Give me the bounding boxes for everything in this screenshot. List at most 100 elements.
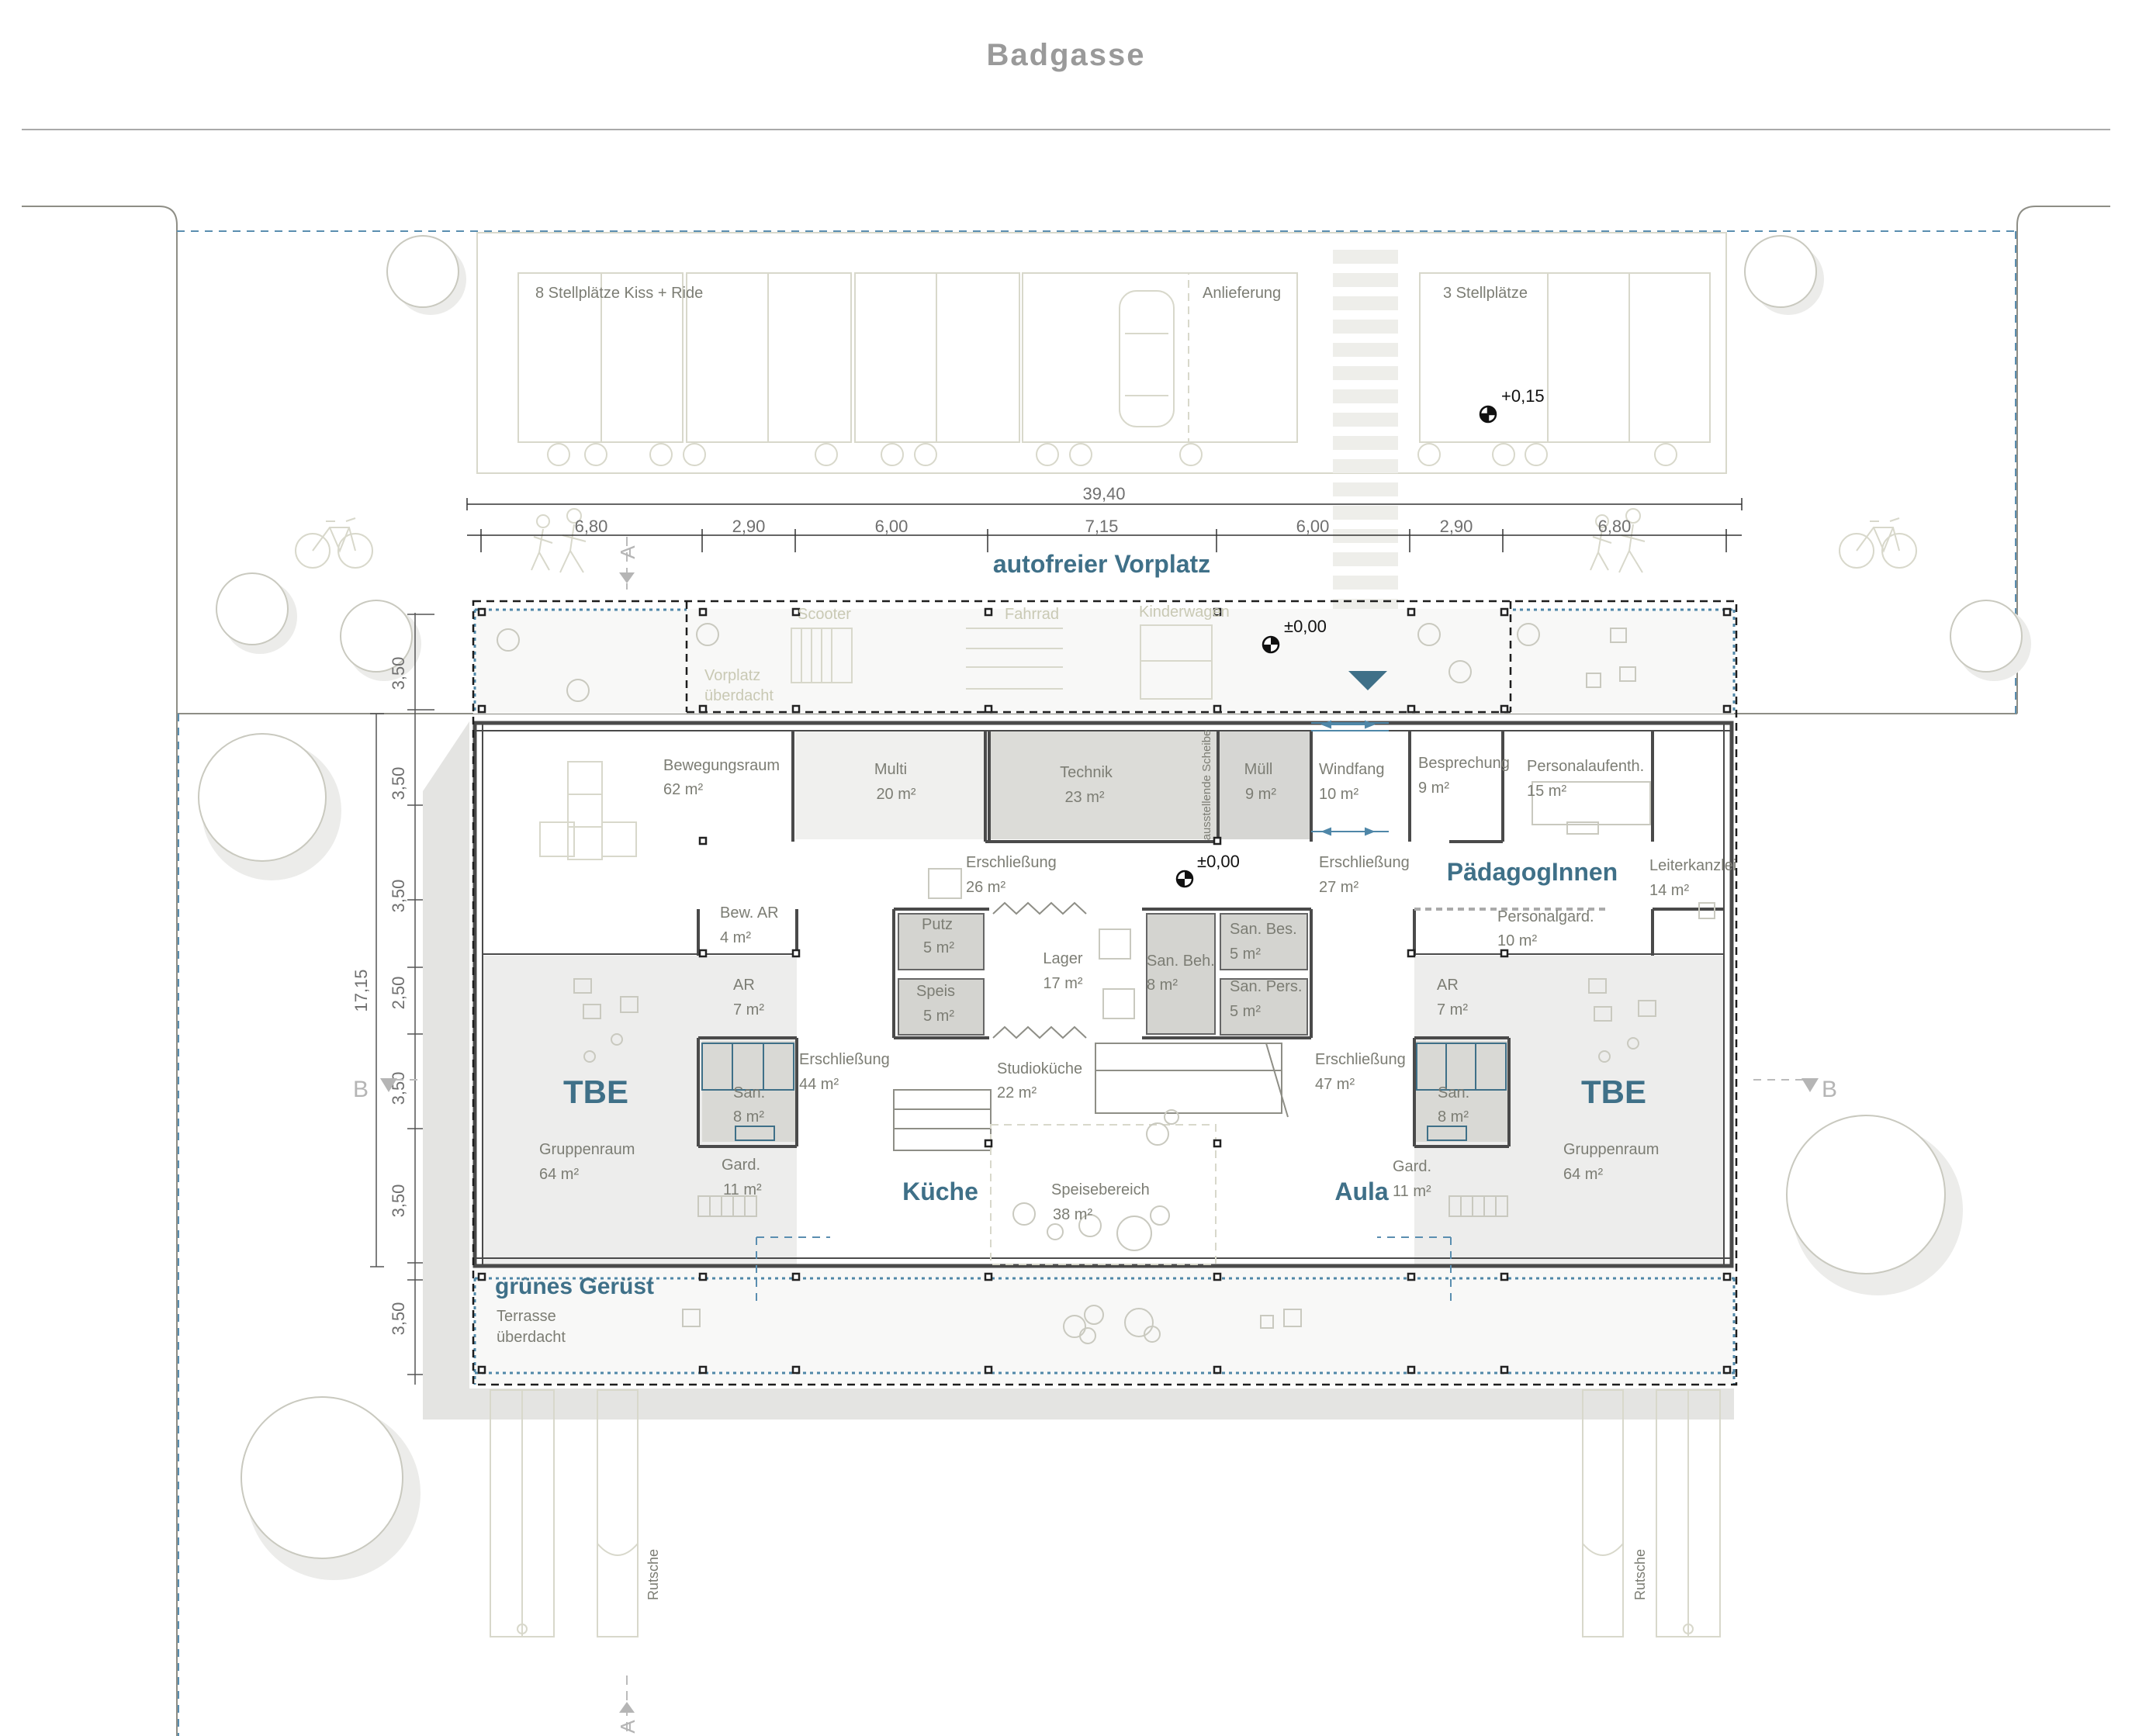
room-gruppenraum-left-area: 64 m² [539, 1166, 579, 1183]
room-speis-area: 5 m² [923, 1008, 954, 1025]
room-technik-area: 23 m² [1064, 789, 1104, 806]
room-erschliessung-27-name: Erschließung [1319, 854, 1410, 871]
room-gruppenraum-right-name: Gruppenraum [1563, 1141, 1659, 1158]
dimension-bay-2: 2,90 [732, 517, 766, 536]
scooter-label: Scooter [798, 606, 851, 623]
bicycle-icon [295, 517, 373, 569]
room-ar-right-area: 7 m² [1437, 1001, 1468, 1018]
lager-partition-bottom [992, 1025, 1087, 1039]
aula-zone-label: Aula [1334, 1178, 1389, 1205]
tbe-left-label: TBE [563, 1074, 628, 1110]
room-gard-left-area: 11 m² [723, 1181, 762, 1198]
kitchen-counter [893, 1089, 992, 1151]
escape-routes [756, 1236, 1452, 1303]
dining-zone-outline [990, 1124, 1217, 1265]
room-muell-name: Müll [1244, 761, 1273, 778]
street-name: Badgasse [987, 38, 1146, 72]
room-erschliessung-44-name: Erschließung [799, 1051, 890, 1068]
lager-partition-top [992, 901, 1087, 915]
trees [198, 235, 2031, 1580]
site-boundary-right [2016, 206, 2110, 714]
room-san-left-name: San. [733, 1084, 765, 1101]
kitchen-zone-label: Küche [902, 1178, 978, 1205]
dimension-row-6: 3,50 [389, 1184, 408, 1218]
room-fills [473, 609, 1734, 1385]
room-speisebereich-name: Speisebereich [1051, 1181, 1150, 1198]
room-studiokueche-area: 22 m² [997, 1084, 1037, 1101]
room-gard-right-area: 11 m² [1393, 1183, 1431, 1200]
room-studiokueche-name: Studioküche [997, 1060, 1082, 1077]
dimension-vertical: 3,50 3,50 3,50 2,50 3,50 3,50 3,50 17,15 [351, 613, 434, 1385]
sanitary-fixtures [701, 1043, 1507, 1141]
svg-text:±0,00: ±0,00 [1284, 617, 1327, 636]
svg-text:A: A [616, 545, 639, 559]
room-labels: Bewegungsraum 62 m² Multi 20 m² Technik … [539, 755, 1736, 1223]
dimension-row-5: 3,50 [389, 1072, 408, 1105]
staff-zone-label: PädagogInnen [1447, 858, 1618, 886]
covered-forecourt-label-1: Vorplatz [704, 667, 760, 684]
room-san-left-area: 8 m² [733, 1108, 764, 1126]
dimension-bay-7: 6,80 [1598, 517, 1632, 536]
dimension-row-4: 2,50 [389, 977, 408, 1010]
room-speisebereich-area: 38 m² [1053, 1206, 1092, 1223]
terrace-label-2: überdacht [497, 1329, 566, 1346]
room-multi-area: 20 m² [876, 786, 915, 803]
dimension-total-depth: 17,15 [351, 969, 371, 1012]
slide-label-left: Rutsche [645, 1549, 661, 1600]
terrace-label-1: Terrasse [497, 1308, 556, 1325]
interior-walls [483, 731, 1724, 1148]
canopy-outline [472, 600, 1738, 1386]
room-erschliessung-44-area: 44 m² [799, 1076, 839, 1093]
room-besprechung-name: Besprechung [1418, 755, 1510, 772]
building-walls [472, 721, 1734, 1268]
room-gruppenraum-right-area: 64 m² [1563, 1166, 1603, 1183]
room-san-pers-area: 5 m² [1230, 1003, 1261, 1020]
room-erschliessung-47-name: Erschließung [1315, 1051, 1406, 1068]
dimension-total-width: 39,40 [1082, 484, 1125, 503]
pedestrians-icon [531, 508, 587, 573]
level-marker-interior: ±0,00 [1175, 852, 1240, 888]
dimension-bay-5: 6,00 [1296, 517, 1330, 536]
room-speis-name: Speis [916, 983, 955, 1000]
room-san-right-name: San. [1438, 1084, 1469, 1101]
room-gard-right-name: Gard. [1393, 1158, 1431, 1175]
room-erschliessung-26-area: 26 m² [966, 879, 1005, 896]
parking-kiss-ride-label: 8 Stellplätze Kiss + Ride [535, 285, 703, 302]
dimension-row-7: 3,50 [389, 1302, 408, 1336]
site-boundary-left [22, 206, 178, 1736]
room-gard-left-name: Gard. [722, 1157, 760, 1174]
room-san-bes-area: 5 m² [1230, 946, 1261, 963]
room-personalgard-area: 10 m² [1497, 932, 1537, 949]
room-san-right-area: 8 m² [1438, 1108, 1469, 1126]
room-technik-name: Technik [1060, 764, 1113, 781]
dimension-bay-3: 6,00 [875, 517, 909, 536]
slide-label-right: Rutsche [1632, 1549, 1648, 1600]
dimension-chain: 39,40 6,80 2,90 6,00 7,15 6,00 2,90 6,80 [466, 484, 1743, 552]
bicycle-icon [1839, 517, 1917, 569]
room-leiterkanzlei-area: 14 m² [1649, 882, 1689, 899]
room-erschliessung-27-area: 27 m² [1319, 879, 1358, 896]
room-windfang-area: 10 m² [1319, 786, 1358, 803]
room-san-pers-name: San. Pers. [1230, 978, 1302, 995]
parking-delivery-label: Anlieferung [1203, 285, 1281, 302]
parking-area: 8 Stellplätze Kiss + Ride Anlieferung 3 … [476, 232, 1727, 659]
room-personalaufenth-name: Personalaufenth. [1527, 758, 1644, 775]
room-ar-right-name: AR [1437, 977, 1459, 994]
room-san-beh-area: 8 m² [1147, 977, 1178, 994]
glass-pane-label: ausstellende Scheibe [1200, 730, 1213, 841]
room-ar-left-area: 7 m² [733, 1001, 764, 1018]
movement-room-play-cross [539, 761, 637, 860]
room-personalaufenth-area: 15 m² [1527, 783, 1566, 800]
pedestrians-icon [1590, 508, 1646, 573]
stair [1095, 1043, 1289, 1118]
structural-columns [477, 607, 1732, 1375]
scatter-furniture [497, 623, 1715, 1344]
room-lager-name: Lager [1043, 950, 1082, 967]
room-multi-name: Multi [874, 761, 907, 778]
entrance-arrow-icon [1348, 671, 1387, 690]
dimension-bay-4: 7,15 [1085, 517, 1119, 536]
parking-3-spaces-label: 3 Stellplätze [1443, 285, 1528, 302]
room-bew-ar-area: 4 m² [720, 929, 751, 946]
room-putz-name: Putz [922, 916, 953, 933]
